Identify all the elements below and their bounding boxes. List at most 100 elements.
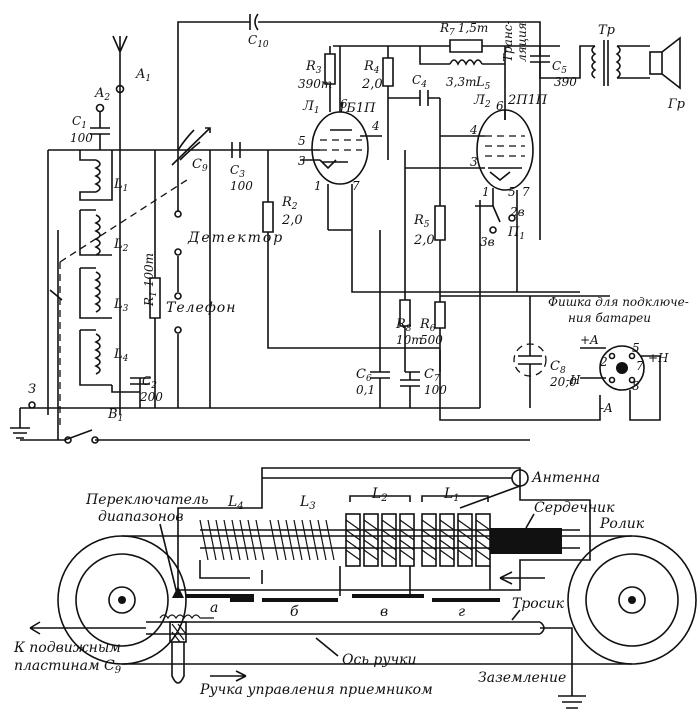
resistor-r1 bbox=[149, 150, 161, 408]
tube-l2 bbox=[405, 109, 534, 216]
label-plus-a: +A bbox=[580, 333, 599, 347]
label-tube1-type: 1Б1П bbox=[338, 101, 376, 116]
label-switch-1: Переключатель bbox=[85, 492, 209, 508]
label-knob: Ручка управления приемником bbox=[199, 682, 433, 698]
label-l5: L5 bbox=[475, 75, 491, 92]
label-p1-3v: 3в bbox=[480, 235, 495, 249]
value-c5: 390 bbox=[554, 75, 577, 89]
label-plug-title-1: Фишка для подключе- bbox=[548, 295, 689, 309]
capacitor-c10 bbox=[249, 13, 259, 31]
coil-l1 bbox=[79, 150, 113, 201]
control-knob bbox=[171, 642, 247, 684]
label-l1: L1 bbox=[113, 177, 128, 194]
label-l1-mech: L1 bbox=[443, 486, 460, 504]
label-plates-2: пластинам C9 bbox=[14, 658, 122, 676]
label-core: Сердечник bbox=[534, 500, 615, 516]
label-c9: C9 bbox=[192, 157, 208, 174]
tube2-pin-1: 1 bbox=[482, 185, 490, 199]
label-c8: C8 bbox=[550, 359, 566, 376]
label-r1: R1100т bbox=[142, 253, 159, 307]
value-r2: 2,0 bbox=[281, 213, 303, 228]
label-c2: C2 bbox=[142, 374, 157, 391]
label-minus-n: -Н bbox=[566, 373, 581, 387]
label-b1: В1 bbox=[107, 407, 123, 424]
tube2-pin-3: 3 bbox=[470, 155, 478, 169]
switch-b1 bbox=[20, 429, 530, 444]
tube2-pin-7: 7 bbox=[522, 185, 530, 199]
label-c1: C1 bbox=[72, 114, 87, 131]
label-speaker: Гр bbox=[667, 97, 686, 112]
label-switch-2: диапазонов bbox=[98, 509, 183, 525]
label-tube1-name: Л1 bbox=[302, 99, 320, 116]
value-r3: 390т bbox=[298, 77, 332, 91]
segment-g: г bbox=[458, 604, 465, 620]
label-l4-mech: L4 bbox=[227, 494, 244, 512]
plug-pin-5: 5 bbox=[632, 341, 640, 355]
value-r4: 2,0 bbox=[361, 77, 383, 92]
tube1-pin-7: 7 bbox=[352, 179, 360, 193]
label-c6: C6 bbox=[356, 367, 372, 384]
antenna-symbol bbox=[112, 35, 128, 415]
capacitor-c3 bbox=[231, 142, 241, 158]
label-detector: Детектор bbox=[187, 230, 284, 246]
label-ground: З bbox=[28, 382, 36, 397]
value-c1: 100 bbox=[70, 131, 93, 145]
circuit-diagram: A1 A2 C1 100 L1 L2 L3 L4 bbox=[10, 13, 689, 444]
label-l3-mech: L3 bbox=[299, 494, 316, 512]
plug-pin-2: 2 bbox=[599, 355, 608, 369]
grounding-symbol bbox=[540, 627, 586, 709]
label-translation-top: Транс- bbox=[501, 20, 515, 62]
segment-b: б bbox=[290, 604, 299, 620]
label-plates-1: К подвижным bbox=[13, 640, 121, 656]
label-r2: R2 bbox=[281, 195, 298, 212]
tube2-pin-5: 5 bbox=[508, 185, 516, 199]
label-c5: C5 bbox=[552, 59, 567, 76]
label-c7: C7 bbox=[424, 367, 440, 384]
tube1-pin-3: 3 bbox=[298, 154, 306, 168]
label-tube2-name: Л2 bbox=[473, 93, 491, 110]
label-translation-bottom: ляция bbox=[515, 22, 529, 62]
tube1-pin-4: 4 bbox=[371, 119, 380, 133]
label-plus-n: +Н bbox=[648, 351, 669, 365]
label-axis: Ось ручки bbox=[342, 652, 417, 668]
label-c10: C10 bbox=[248, 33, 269, 50]
output-transformer bbox=[591, 40, 650, 86]
right-roller bbox=[567, 535, 697, 665]
value-c7: 100 bbox=[424, 383, 447, 397]
label-transformer: Тр bbox=[598, 23, 616, 38]
label-c3: C3 bbox=[230, 163, 245, 180]
left-roller bbox=[57, 535, 187, 665]
ferrite-core bbox=[490, 528, 562, 554]
coil-l4-winding bbox=[199, 519, 265, 561]
label-r5: R5 bbox=[413, 213, 430, 230]
label-r6: R6 bbox=[419, 317, 436, 334]
label-r3: R3 bbox=[305, 59, 322, 76]
coil-l3 bbox=[79, 267, 112, 319]
battery-plug bbox=[439, 345, 661, 421]
label-c4: C4 bbox=[412, 73, 427, 90]
coil-l4 bbox=[79, 329, 112, 386]
label-antenna-mech: Антенна bbox=[531, 470, 600, 486]
coil-l2-winding bbox=[345, 495, 415, 567]
tube1-pin-6: 6 bbox=[340, 97, 348, 111]
label-a1: A1 bbox=[135, 67, 151, 84]
label-p1-2v: 2в bbox=[509, 205, 525, 219]
tube1-pin-1: 1 bbox=[314, 179, 322, 193]
coil-l3-winding bbox=[269, 519, 335, 561]
tube-l1 bbox=[300, 46, 382, 230]
variable-capacitor-c9 bbox=[171, 127, 211, 212]
coil-l1-winding bbox=[421, 495, 491, 567]
value-r8: 10т bbox=[396, 333, 423, 347]
capacitor-c1 bbox=[90, 112, 110, 150]
plug-pin-7: 7 bbox=[636, 359, 644, 373]
label-plug-title-2: ния батареи bbox=[568, 311, 651, 325]
speaker bbox=[649, 36, 681, 90]
label-r4: R4 bbox=[363, 59, 380, 76]
label-p1: П1 bbox=[507, 225, 525, 242]
label-cable: Тросик bbox=[512, 596, 565, 612]
label-tube2-type: 2П1П bbox=[507, 93, 548, 108]
ground-symbol bbox=[10, 408, 30, 439]
segment-a: а bbox=[210, 600, 218, 616]
